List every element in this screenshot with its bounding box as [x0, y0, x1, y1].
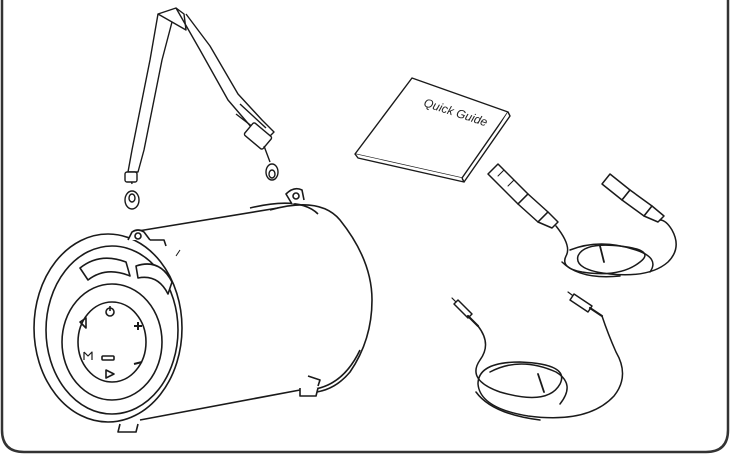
speaker-icon [33, 187, 373, 433]
booklet-icon [354, 77, 511, 183]
usb-cable-icon [487, 163, 677, 278]
aux-cable-icon [451, 291, 624, 421]
strap-icon [124, 7, 279, 210]
